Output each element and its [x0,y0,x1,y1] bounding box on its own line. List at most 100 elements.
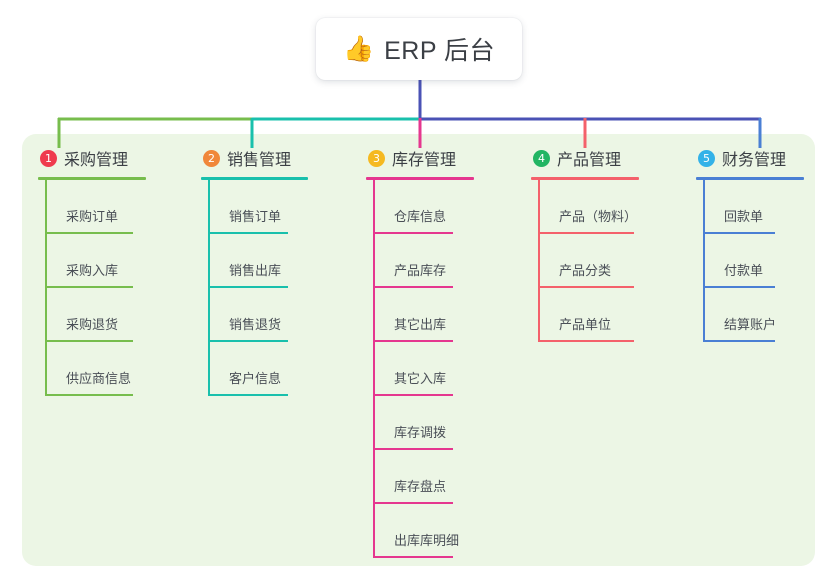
column-spine-2 [208,180,210,396]
list-item-label: 出库库明细 [394,533,460,548]
column-spine-5 [703,180,705,342]
list-item-label: 产品单位 [559,317,612,332]
list-item-underline [703,232,775,234]
column-spine-4 [538,180,540,342]
list-item-underline [703,286,775,288]
list-item[interactable]: 产品（物料） [531,180,639,234]
list-item-label: 采购退货 [66,317,119,332]
column-badge-1: 1 [40,149,57,167]
list-item[interactable]: 其它出库 [366,288,474,342]
list-item-underline [538,232,634,234]
list-item-label: 回款单 [724,209,764,224]
column-spine-1 [45,180,47,396]
list-item-label: 产品（物料） [559,209,638,224]
list-item-underline [208,286,288,288]
list-item[interactable]: 客户信息 [201,342,308,396]
column-header-2[interactable]: 2 销售管理 [201,146,308,170]
list-item-label: 产品分类 [559,263,612,278]
list-item[interactable]: 产品库存 [366,234,474,288]
list-item-label: 采购订单 [66,209,119,224]
list-item-label: 库存盘点 [394,479,447,494]
list-item-underline [373,556,453,558]
list-item[interactable]: 销售出库 [201,234,308,288]
list-item-underline [373,394,453,396]
column-2: 2 销售管理销售订单销售出库销售退货客户信息 [201,146,308,396]
list-item-label: 付款单 [724,263,764,278]
column-title-2: 销售管理 [227,152,292,169]
list-item-underline [45,394,133,396]
column-underline-2 [201,177,308,180]
list-item[interactable]: 销售订单 [201,180,308,234]
column-items-1: 采购订单采购入库采购退货供应商信息 [38,180,146,396]
column-title-5: 财务管理 [722,152,787,169]
column-header-1[interactable]: 1 采购管理 [38,146,146,170]
list-item-underline [45,286,133,288]
column-header-5[interactable]: 5 财务管理 [696,146,804,170]
list-item-underline [208,340,288,342]
list-item[interactable]: 库存盘点 [366,450,474,504]
list-item-underline [45,340,133,342]
list-item[interactable]: 采购订单 [38,180,146,234]
list-item-underline [373,502,453,504]
column-underline-3 [366,177,474,180]
list-item[interactable]: 产品分类 [531,234,639,288]
list-item-label: 采购入库 [66,263,119,278]
list-item-underline [373,286,453,288]
column-1: 1 采购管理采购订单采购入库采购退货供应商信息 [38,146,146,396]
list-item[interactable]: 采购入库 [38,234,146,288]
column-items-4: 产品（物料） 产品分类产品单位 [531,180,639,342]
list-item[interactable]: 其它入库 [366,342,474,396]
list-item-underline [373,448,453,450]
list-item[interactable]: 采购退货 [38,288,146,342]
list-item[interactable]: 出库库明细 [366,504,474,558]
list-item[interactable]: 结算账户 [696,288,804,342]
thumbs-up-icon: 👍 [342,34,375,63]
column-spine-3 [373,180,375,558]
column-title-3: 库存管理 [392,152,457,169]
root-title: ERP 后台 [384,37,496,65]
column-5: 5 财务管理回款单付款单结算账户 [696,146,804,342]
list-item-label: 库存调拨 [394,425,447,440]
list-item-underline [373,340,453,342]
column-items-3: 仓库信息产品库存其它出库其它入库库存调拨库存盘点出库库明细 [366,180,474,558]
column-title-1: 采购管理 [64,152,129,169]
list-item[interactable]: 供应商信息 [38,342,146,396]
list-item-underline [45,232,133,234]
column-items-2: 销售订单销售出库销售退货客户信息 [201,180,308,396]
list-item-underline [208,232,288,234]
diagram-panel [22,134,815,566]
column-underline-4 [531,177,639,180]
list-item-label: 客户信息 [229,371,282,386]
list-item[interactable]: 回款单 [696,180,804,234]
column-badge-4: 4 [533,149,550,167]
list-item-label: 结算账户 [724,317,777,332]
list-item[interactable]: 仓库信息 [366,180,474,234]
list-item[interactable]: 库存调拨 [366,396,474,450]
column-badge-5: 5 [698,149,715,167]
column-underline-1 [38,177,146,180]
list-item-underline [538,340,634,342]
list-item[interactable]: 付款单 [696,234,804,288]
list-item-label: 销售退货 [229,317,282,332]
column-badge-2: 2 [203,149,220,167]
list-item-label: 产品库存 [394,263,447,278]
list-item-underline [538,286,634,288]
column-items-5: 回款单付款单结算账户 [696,180,804,342]
list-item-label: 供应商信息 [66,371,132,386]
list-item[interactable]: 产品单位 [531,288,639,342]
list-item-label: 其它出库 [394,317,447,332]
column-underline-5 [696,177,804,180]
list-item-label: 仓库信息 [394,209,447,224]
list-item-underline [703,340,775,342]
list-item-label: 其它入库 [394,371,447,386]
root-node[interactable]: 👍 ERP 后台 [316,18,522,80]
list-item-underline [208,394,288,396]
list-item-underline [373,232,453,234]
list-item-label: 销售出库 [229,263,282,278]
list-item[interactable]: 销售退货 [201,288,308,342]
